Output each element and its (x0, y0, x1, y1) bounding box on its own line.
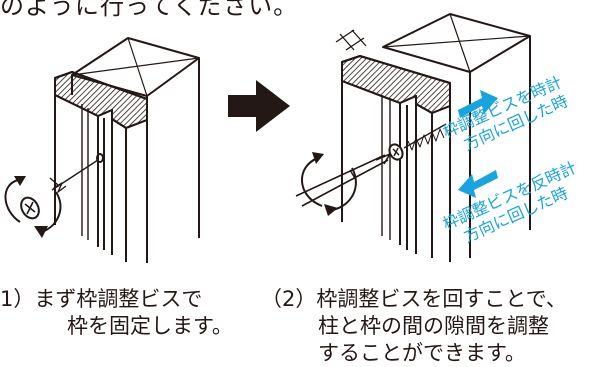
left-illustration (4, 37, 200, 263)
screwdriver (295, 153, 391, 207)
right-illustration (295, 13, 531, 262)
frame-section-right (341, 55, 451, 114)
transition-arrow (228, 80, 290, 132)
gap-marker (335, 29, 367, 51)
direction-arrow-clockwise (458, 90, 498, 118)
step1-line1: 1）まず枠調整ビスで (0, 286, 233, 313)
rotation-arrow-right (301, 152, 357, 216)
step2-number: （2） (261, 287, 317, 311)
step1-text-line2: 枠を固定します。 (67, 314, 233, 338)
step2-text-line1: 枠調整ビスを回すことで、 (316, 287, 567, 311)
step2-line1: （2）枠調整ビスを回すことで、 (261, 286, 567, 313)
step2-caption: （2）枠調整ビスを回すことで、 柱と枠の間の隙間を調整 することができます。 (261, 286, 567, 367)
direction-arrow-counter (458, 170, 498, 198)
screw-right (388, 123, 447, 161)
intro-text: のように行ってください。 (0, 0, 299, 20)
step1-number: 1） (0, 287, 35, 311)
pillar-top-right (382, 13, 531, 73)
step2-text-line3: することができます。 (318, 341, 526, 365)
step1-text-line1: まず枠調整ビスで (34, 287, 203, 311)
screw-left (20, 159, 99, 220)
screw-hole-left (96, 153, 104, 163)
step1-caption: 1）まず枠調整ビスで 枠を固定します。 (0, 286, 233, 340)
rotation-arrow-left (4, 176, 62, 238)
step2-text-line2: 柱と枠の間の隙間を調整 (318, 314, 549, 338)
